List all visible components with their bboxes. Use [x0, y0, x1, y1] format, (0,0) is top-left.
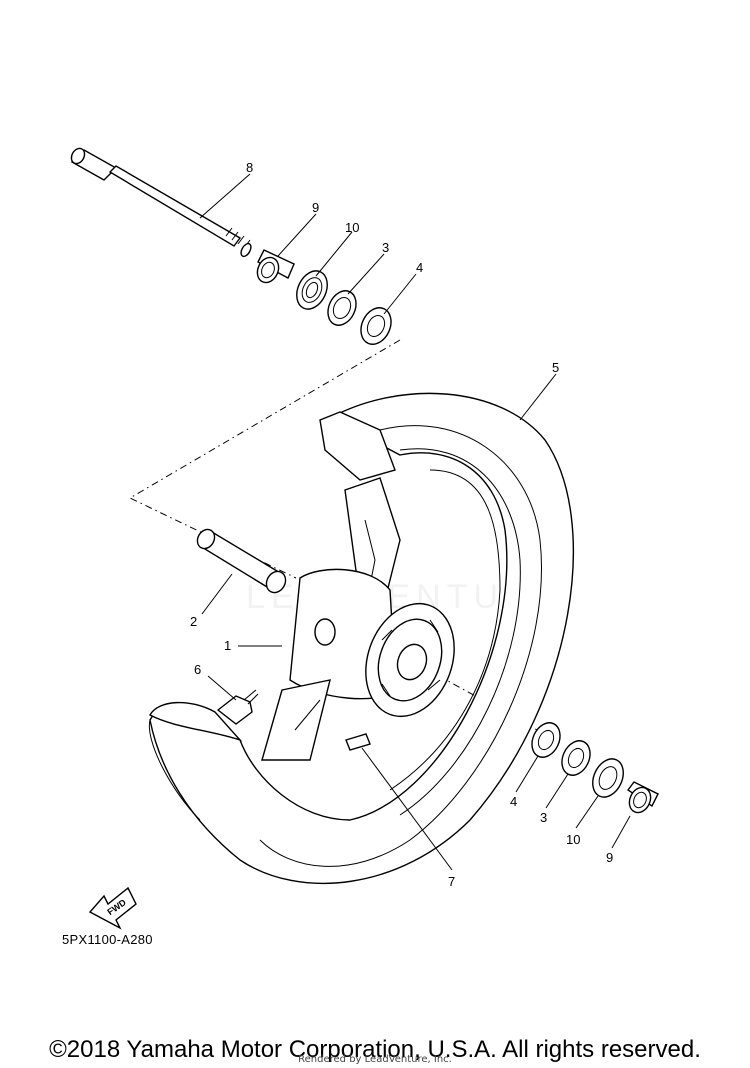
copyright-text: ©2018 Yamaha Motor Corporation, U.S.A. A… [49, 1036, 701, 1063]
callout-4-lower: 4 [510, 794, 517, 809]
oil-seal-lower-part [592, 758, 624, 798]
leader-line-8 [199, 173, 251, 219]
rendered-by-text: Rendered by LeadVenture, Inc. [298, 1054, 452, 1065]
fwd-arrow-icon: FWD [88, 886, 137, 930]
callout-3-lower: 3 [540, 810, 547, 825]
collar-upper-part [256, 249, 295, 284]
callout-10-upper: 10 [345, 220, 359, 235]
valve-part [216, 689, 259, 725]
leader-line-10-lower [575, 795, 599, 829]
callout-7: 7 [448, 874, 455, 889]
part-code: 5PX1100-A280 [62, 932, 153, 947]
tire-part [148, 392, 575, 884]
callout-1: 1 [224, 638, 231, 653]
collar-lower-part [626, 781, 659, 814]
bearing-lower-part [561, 740, 591, 776]
callout-4-upper: 4 [416, 260, 423, 275]
callout-9-upper: 9 [312, 200, 319, 215]
axle-part [70, 147, 252, 258]
bearing-4-upper-part [360, 307, 392, 345]
callout-3-upper: 3 [382, 240, 389, 255]
leader-line-9-lower [611, 815, 631, 849]
leader-line-10-upper [315, 231, 353, 277]
oil-seal-upper-part [296, 270, 328, 310]
leader-line-7 [361, 747, 453, 871]
leader-line-2 [201, 573, 233, 615]
leader-line-3-lower [545, 773, 569, 809]
leader-line-6 [207, 675, 237, 701]
callout-9-lower: 9 [606, 850, 613, 865]
callout-8: 8 [246, 160, 253, 175]
callout-2: 2 [190, 614, 197, 629]
leader-line-9-upper [277, 213, 317, 257]
leader-line-4-lower [515, 755, 539, 793]
leader-line-4-upper [383, 273, 417, 315]
balance-weight-part [345, 733, 371, 751]
leader-line-5 [519, 373, 557, 421]
bearing-upper-part [327, 290, 357, 326]
leader-line-3-upper [347, 253, 385, 295]
callout-5: 5 [552, 360, 559, 375]
wheel-hub-part [261, 477, 455, 761]
callout-6: 6 [194, 662, 201, 677]
spacer-part [196, 528, 287, 594]
callout-10-lower: 10 [566, 832, 580, 847]
